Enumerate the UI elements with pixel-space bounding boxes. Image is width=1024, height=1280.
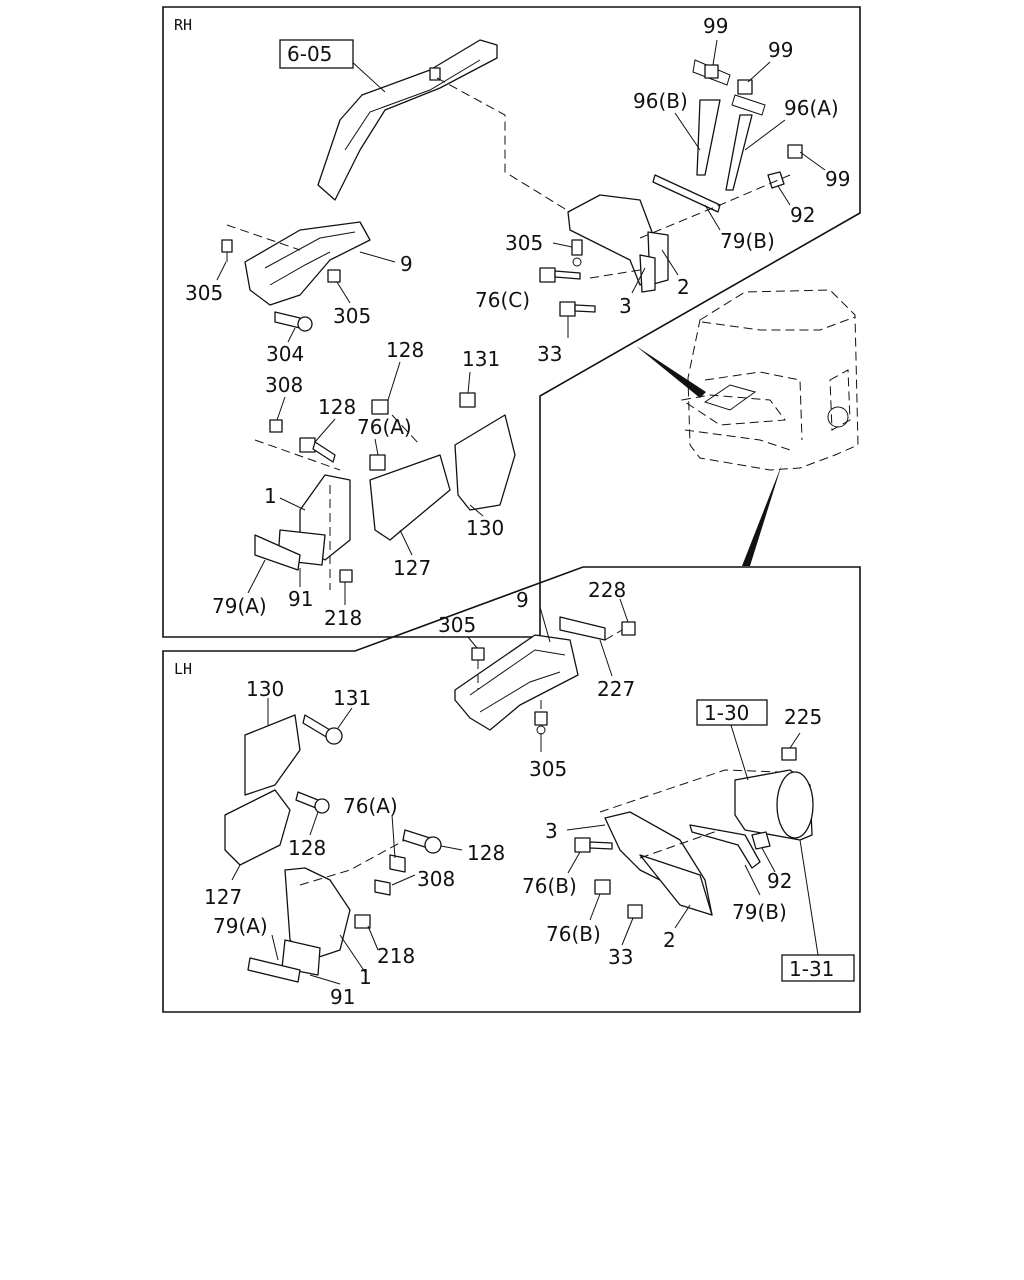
lh-label-76a: 76(A) (343, 794, 398, 818)
rh-label-304: 304 (266, 342, 304, 366)
rh-label-33: 33 (537, 342, 562, 366)
ref-box-6-05 (279, 39, 354, 69)
truck-cab-inset (636, 289, 859, 566)
rh-section-label: RH (174, 16, 192, 34)
rh-leaders (216, 39, 826, 605)
rh-section-frame (162, 6, 861, 638)
rh-label-79b: 79(B) (720, 229, 775, 253)
rh-label-76c: 76(C) (475, 288, 530, 312)
rh-label-99: 99 (825, 167, 850, 191)
rh-label-305: 305 (333, 304, 371, 328)
rh-label-131: 131 (462, 347, 500, 371)
rh-label-1: 1 (264, 484, 277, 508)
lh-leaders (231, 598, 819, 985)
lh-label-128: 128 (288, 836, 326, 860)
rh-label-3: 3 (619, 294, 632, 318)
lh-label-9: 9 (516, 588, 529, 612)
rh-label-128: 128 (386, 338, 424, 362)
lh-label-131: 131 (333, 686, 371, 710)
lh-label-33: 33 (608, 945, 633, 969)
rh-label-305: 305 (185, 281, 223, 305)
rh-label-79a: 79(A) (212, 594, 267, 618)
rh-label-127: 127 (393, 556, 431, 580)
rh-label-96b: 96(B) (633, 89, 688, 113)
lh-label-127: 127 (204, 885, 242, 909)
rh-label-96a: 96(A) (784, 96, 839, 120)
ref-1-30: 1-30 (704, 701, 749, 725)
lh-label-228: 228 (588, 578, 626, 602)
rh-label-218: 218 (324, 606, 362, 630)
lh-label-1: 1 (359, 965, 372, 989)
lh-label-3: 3 (545, 819, 558, 843)
rh-label-99: 99 (768, 38, 793, 62)
lh-label-91: 91 (330, 985, 355, 1009)
ref-1-31: 1-31 (789, 957, 834, 981)
rh-label-2: 2 (677, 275, 690, 299)
lh-label-79a: 79(A) (213, 914, 268, 938)
rh-label-99: 99 (703, 14, 728, 38)
rh-label-130: 130 (466, 516, 504, 540)
rh-label-9: 9 (400, 252, 413, 276)
rh-part-labels: 99 99 96(B) 96(A) 99 92 79(B) 305 2 76(C… (185, 14, 850, 630)
lh-label-130: 130 (246, 677, 284, 701)
lh-section-label: LH (174, 660, 192, 678)
rh-label-92: 92 (790, 203, 815, 227)
rh-label-76a: 76(A) (357, 415, 412, 439)
lh-label-225: 225 (784, 705, 822, 729)
lh-parts (224, 616, 814, 983)
lh-label-2: 2 (663, 928, 676, 952)
lh-label-227: 227 (597, 677, 635, 701)
lh-label-305: 305 (529, 757, 567, 781)
rh-label-128: 128 (318, 395, 356, 419)
lh-label-76b: 76(B) (546, 922, 601, 946)
ref-box-1-31 (781, 954, 855, 982)
lh-label-218: 218 (377, 944, 415, 968)
lh-label-305: 305 (438, 613, 476, 637)
rh-label-308: 308 (265, 373, 303, 397)
rh-label-91: 91 (288, 587, 313, 611)
lh-label-308: 308 (417, 867, 455, 891)
lh-section-frame (162, 566, 861, 1013)
rh-label-305: 305 (505, 231, 543, 255)
rh-parts (221, 39, 803, 590)
ref-6-05: 6-05 (287, 42, 332, 66)
lh-label-92: 92 (767, 869, 792, 893)
ref-box-1-30 (696, 699, 768, 726)
lh-label-76b: 76(B) (522, 874, 577, 898)
lh-part-labels: 9 228 305 227 305 130 131 76(A) 128 128 … (204, 578, 822, 1009)
lh-label-128: 128 (467, 841, 505, 865)
lh-label-79b: 79(B) (732, 900, 787, 924)
